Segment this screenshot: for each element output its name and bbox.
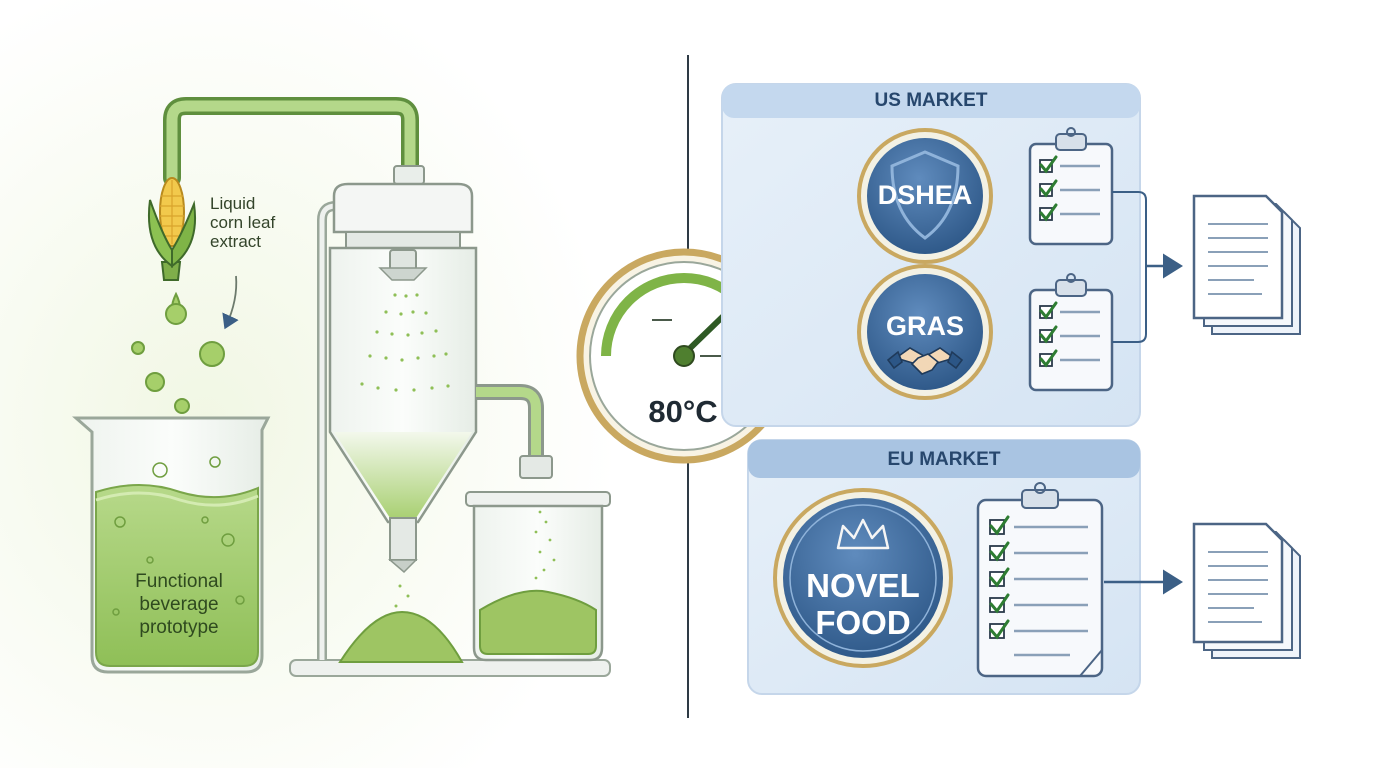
beverage-label: Functional beverage prototype: [135, 571, 223, 638]
source-label: Liquid corn leaf extract: [210, 194, 276, 251]
handshake-icon: [886, 347, 964, 375]
document-stack-icon: [1192, 522, 1301, 659]
beaker: [72, 416, 271, 674]
eu-market-title: EU MARKET: [887, 449, 1001, 470]
dshea-badge: [857, 128, 993, 264]
checklist-clipboard: [1028, 273, 1114, 392]
dshea-label: DSHEA: [877, 180, 973, 210]
novel-food-line1: NOVEL: [806, 567, 920, 604]
extract-droplets: [131, 291, 225, 414]
feed-pipe: [163, 97, 419, 187]
collection-jar: [465, 384, 611, 662]
crown-icon: [836, 518, 890, 550]
spray-dryer: [328, 165, 478, 663]
flow-arrow: [222, 275, 239, 330]
checklist-clipboard: [1028, 127, 1114, 246]
document-stack-icon: [1192, 194, 1301, 335]
gras-badge: [857, 264, 993, 400]
temperature-readout: 80°C: [648, 394, 718, 429]
novel-food-line2: FOOD: [815, 604, 911, 641]
gras-label: GRAS: [885, 311, 964, 341]
us-market-title: US MARKET: [874, 90, 988, 111]
novel-food-label: NOVEL FOOD: [778, 567, 948, 641]
shield-icon: [890, 150, 960, 240]
novel-food-badge: [773, 488, 953, 668]
checklist-clipboard: [976, 482, 1104, 678]
corn-icon: [148, 177, 196, 281]
